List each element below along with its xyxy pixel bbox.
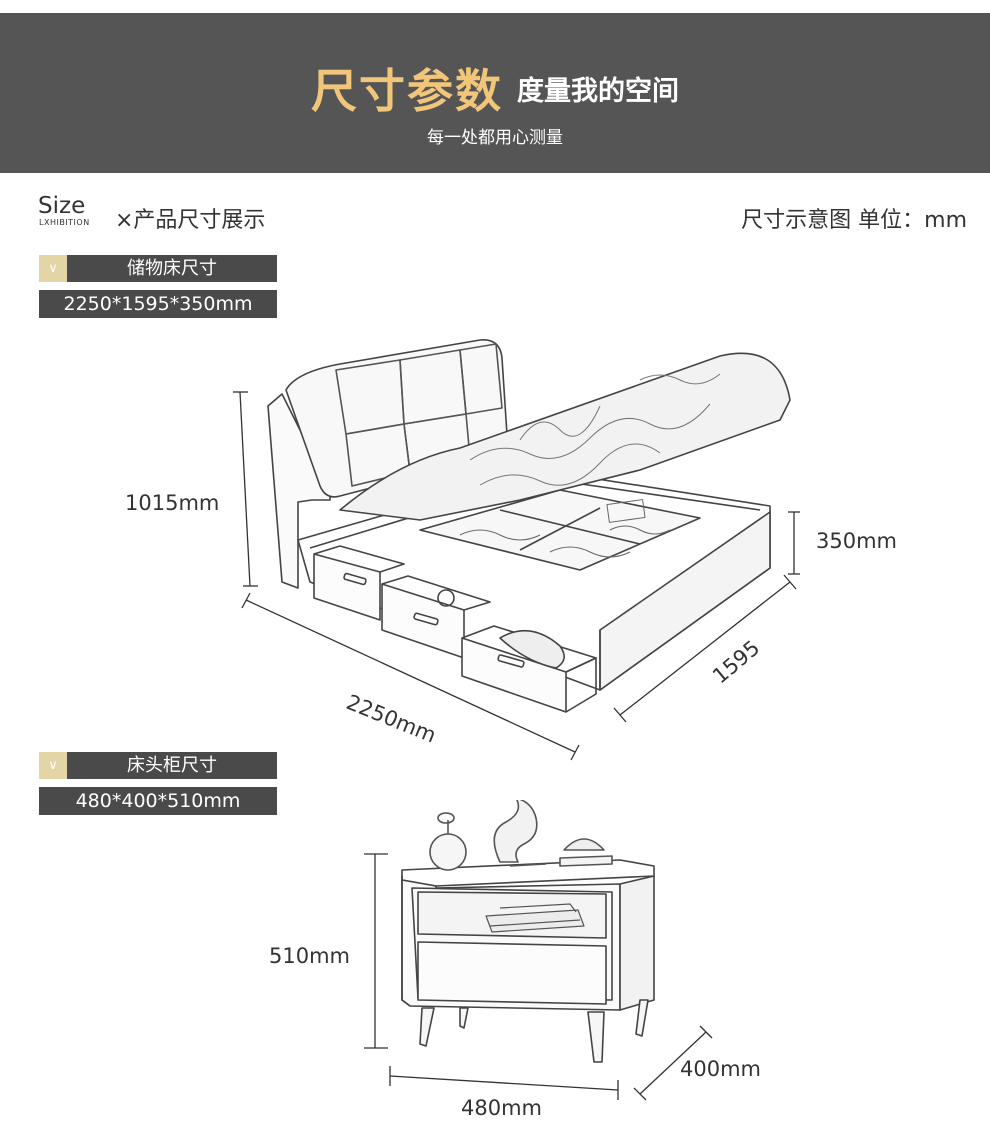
length-dimension-line xyxy=(241,592,580,761)
bed-height-dimension-line xyxy=(233,391,258,587)
nightstand-illustration xyxy=(364,800,713,1101)
size-small-caption: LXHIBITION xyxy=(39,218,90,227)
page-subtitle: 度量我的空间 xyxy=(517,75,679,107)
drawer-3 xyxy=(461,625,597,713)
nightstand-label: 床头柜尺寸 xyxy=(127,755,217,776)
nightstand-height-dimension-line xyxy=(364,853,388,1049)
header-banner: 尺寸参数度量我的空间 每一处都用心测量 xyxy=(0,13,990,173)
banner-tagline: 每一处都用心测量 xyxy=(427,128,563,148)
nightstand-width-dimension-line xyxy=(389,1066,619,1100)
width-dimension-line xyxy=(613,574,797,723)
decor-bowl xyxy=(559,838,613,867)
banner-title-row: 尺寸参数度量我的空间 xyxy=(0,55,990,121)
drawer-1 xyxy=(313,545,405,621)
bed-dimensions: 2250*1595*350mm xyxy=(39,290,277,318)
drawer-2 xyxy=(381,575,491,659)
nightstand-depth-dimension-line xyxy=(633,1025,713,1101)
decor-sculpture xyxy=(493,800,547,867)
chevron-down-icon: ∨ xyxy=(39,752,67,779)
nightstand-label-bar: ∨ 床头柜尺寸 xyxy=(39,752,277,779)
bed-illustration xyxy=(233,339,800,761)
chevron-down-icon: ∨ xyxy=(39,255,67,282)
nightstand-dimensions: 480*400*510mm xyxy=(39,787,277,815)
unit-note: 尺寸示意图 单位：mm xyxy=(741,208,967,233)
section-heading: ×产品尺寸展示 xyxy=(115,208,266,233)
frame-height-dimension-line xyxy=(788,511,800,575)
nightstand-width-label: 480mm xyxy=(461,1096,542,1120)
frame-height-label: 350mm xyxy=(816,529,897,553)
page-title: 尺寸参数 xyxy=(311,64,503,118)
nightstand-height-label: 510mm xyxy=(269,944,350,968)
size-word: Size xyxy=(38,193,86,219)
decor-ball-vase xyxy=(429,812,467,871)
bed-height-label: 1015mm xyxy=(125,491,220,515)
bed-label-bar: ∨ 储物床尺寸 xyxy=(39,255,277,282)
bed-label: 储物床尺寸 xyxy=(127,258,217,279)
nightstand-depth-label: 400mm xyxy=(680,1057,761,1081)
